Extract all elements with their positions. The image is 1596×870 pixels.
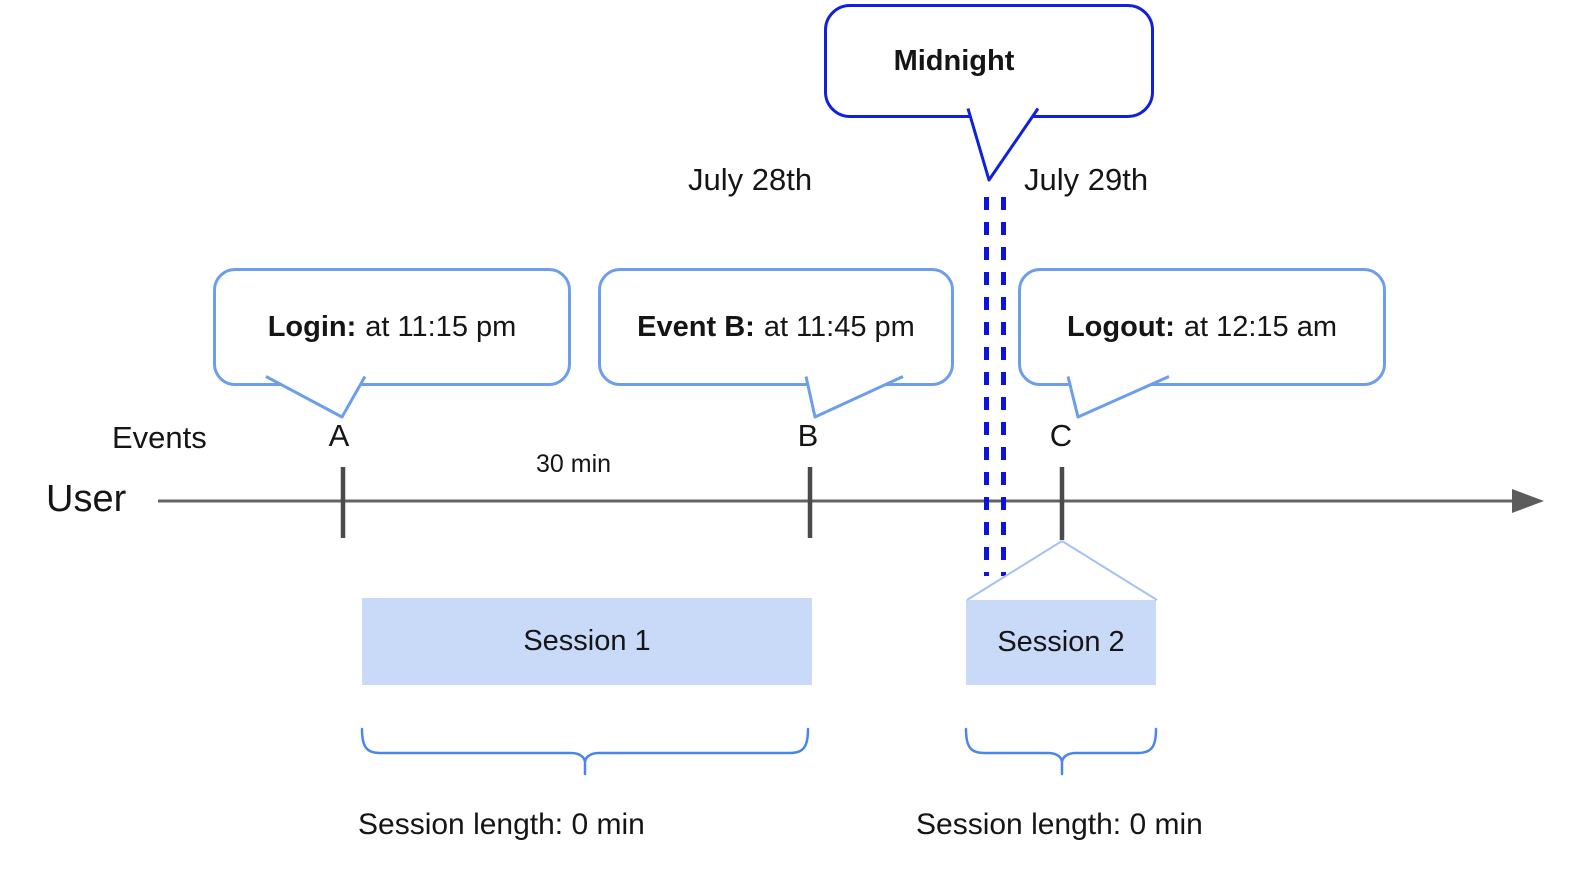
- session2-bar-label: Session 2: [997, 626, 1125, 658]
- midnight-callout-label: Midnight: [893, 44, 1015, 77]
- timeline-arrowhead-icon: [1512, 489, 1544, 513]
- interval-30min-label: 30 min: [536, 450, 612, 478]
- session1-bar: Session 1: [362, 598, 812, 685]
- event-b-bubble-label: Event B:: [637, 310, 755, 343]
- logout-bubble-time: at 12:15 am: [1183, 310, 1338, 343]
- event-marker-a: A: [328, 418, 350, 453]
- session1-bar-label: Session 1: [523, 625, 651, 657]
- session2-collapse-connector: [966, 540, 1158, 601]
- event-marker-c: C: [1049, 418, 1073, 453]
- date-label-july-28: July 28th: [688, 162, 813, 197]
- session1-length-label: Session length: 0 min: [358, 808, 645, 841]
- event-b-bubble-time: at 11:45 pm: [763, 310, 915, 343]
- session1-brace: [360, 727, 810, 776]
- login-bubble-time: at 11:15 pm: [365, 310, 517, 343]
- midnight-callout: Midnight: [824, 4, 1154, 118]
- session2-bar: Session 2: [966, 600, 1156, 685]
- events-axis-label: Events: [112, 420, 207, 455]
- login-bubble-label: Login:: [267, 310, 357, 343]
- user-axis-label: User: [46, 478, 127, 520]
- logout-bubble-label: Logout:: [1066, 310, 1175, 343]
- date-label-july-29: July 29th: [1024, 162, 1149, 197]
- login-bubble: Login: at 11:15 pm: [213, 268, 571, 386]
- event-b-bubble: Event B: at 11:45 pm: [598, 268, 954, 386]
- session2-brace: [964, 727, 1158, 776]
- logout-bubble: Logout: at 12:15 am: [1018, 268, 1386, 386]
- session2-length-label: Session length: 0 min: [916, 808, 1203, 841]
- event-marker-b: B: [797, 418, 819, 453]
